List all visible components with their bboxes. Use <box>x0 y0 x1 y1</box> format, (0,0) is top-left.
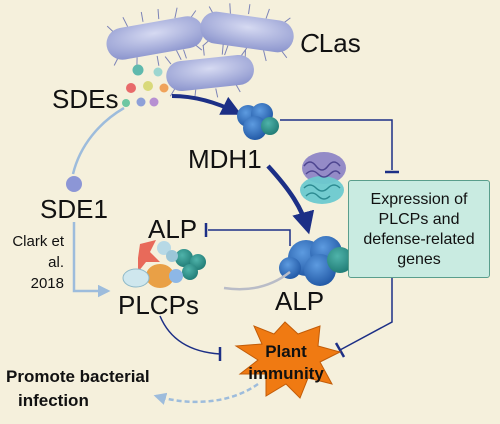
plcps-to-immunity-line <box>159 315 221 355</box>
expression-line-4: genes <box>397 251 441 268</box>
sdes-to-mdh1-arrow <box>171 94 242 115</box>
expression-line-2: PLCPs and <box>378 211 460 228</box>
mdh1-protein <box>237 103 279 140</box>
expression-line-1: Expression of <box>370 191 468 208</box>
sde1-to-plcps-arrow <box>72 222 111 298</box>
expression-box: Expression of PLCPs and defense-related … <box>348 180 490 278</box>
bacterium-2 <box>200 3 294 62</box>
sdes-to-sde1-path <box>71 106 125 175</box>
mdh1-label: MDH1 <box>188 144 262 174</box>
citation: Clark et al. 2018 <box>0 231 64 294</box>
plant-immunity-burst <box>234 321 342 399</box>
promote-infection-line-2: infection <box>18 391 89 410</box>
protein-structure <box>300 152 346 204</box>
plcps-label: PLCPs <box>118 290 199 320</box>
bacterium-1 <box>106 7 204 68</box>
alp-inhibits-alp-line <box>208 229 291 246</box>
citation-line-1: Clark et al. <box>12 233 64 271</box>
alp-small-protein <box>175 249 206 280</box>
plant-immunity-line-2: immunity <box>248 364 324 383</box>
sde1-particle <box>66 176 82 192</box>
plcps-protein-cluster <box>122 240 183 288</box>
alp-to-plcps-curve <box>223 271 291 291</box>
alp-small-label: ALP <box>148 214 198 244</box>
sde1-label: SDE1 <box>40 194 108 224</box>
expression-line-3: defense-related <box>363 231 475 248</box>
bacterium-3 <box>164 44 254 99</box>
immunity-to-infection-arrow <box>153 382 259 405</box>
alp-large-protein <box>279 236 353 286</box>
promote-infection-line-1: Promote bacterial <box>6 367 150 386</box>
alp-large-label: ALP <box>275 286 325 316</box>
plant-immunity-line-1: Plant <box>265 342 307 361</box>
clas-label: CLas <box>300 28 361 58</box>
sde-particles <box>122 64 169 107</box>
sdes-label: SDEs <box>52 84 119 114</box>
mdh1-to-alp-arrow <box>266 164 315 235</box>
citation-line-2: 2018 <box>30 275 64 292</box>
mdh1-inhibits-expression-line <box>280 119 393 170</box>
expression-inhibits-immunity-line <box>339 278 393 351</box>
plant-immunity-label: Plant immunity <box>248 341 324 385</box>
